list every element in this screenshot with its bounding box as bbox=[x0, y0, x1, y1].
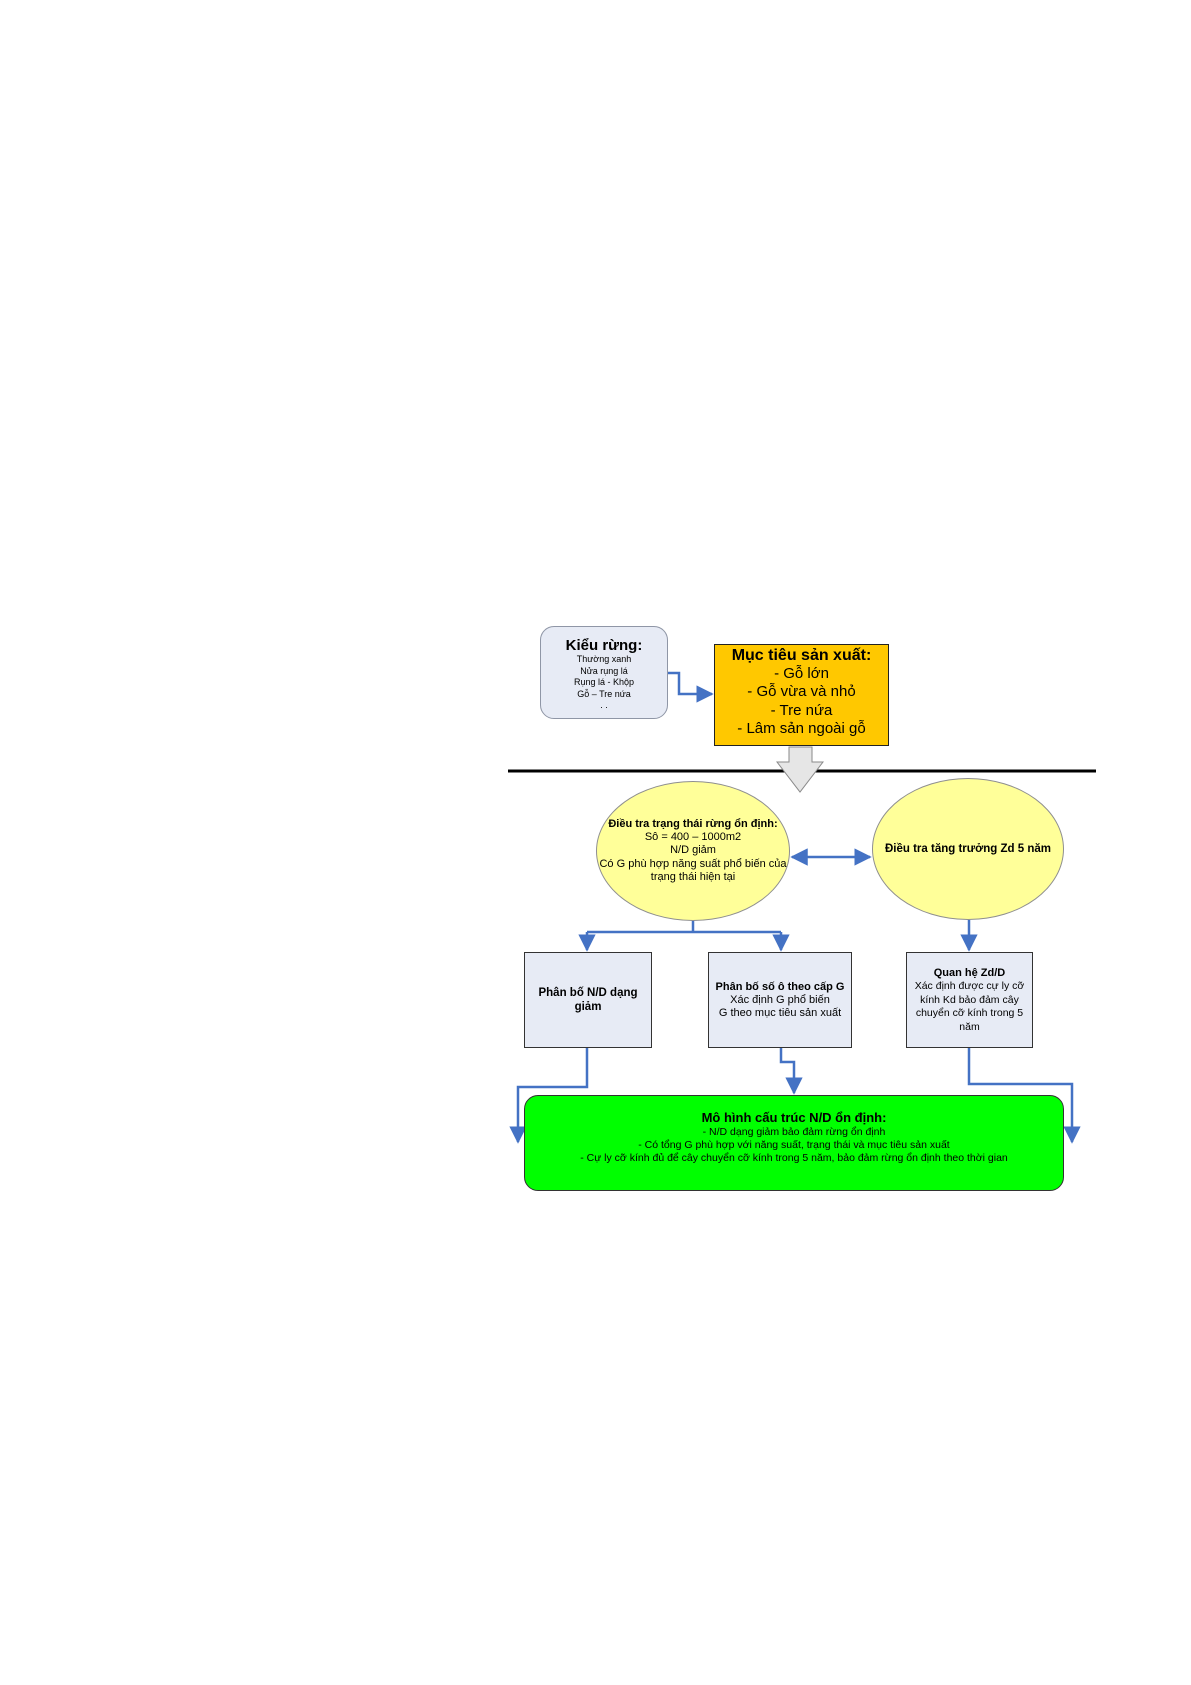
forest-type-line: Nửa rụng lá bbox=[580, 665, 628, 676]
forest-type-line: Thường xanh bbox=[576, 654, 632, 664]
zd-relation-line: Xác định được cự ly cỡ kính Kd bảo đảm c… bbox=[914, 980, 1025, 1033]
production-objective-line: - Gỗ vừa và nhỏ bbox=[747, 683, 856, 701]
plot-distribution-line: Xác định G phổ biến bbox=[730, 993, 830, 1006]
zd-relation-box: Quan hệ Zd/D Xác định được cự ly cỡ kính… bbox=[906, 952, 1033, 1048]
forest-type-line: Rụng lá - Khộp bbox=[573, 677, 635, 687]
growth-survey-ellipse: Điều tra tăng trưởng Zd 5 năm bbox=[872, 778, 1064, 920]
stable-state-survey-line: Sô = 400 – 1000m2 bbox=[644, 830, 742, 843]
production-objective-line: - Lâm sản ngoài gỗ bbox=[737, 720, 866, 738]
production-objective-title: Mục tiêu sản xuất: bbox=[731, 647, 872, 664]
production-objective-line: - Gỗ lớn bbox=[774, 665, 829, 682]
growth-survey-title: Điều tra tăng trưởng Zd 5 năm bbox=[884, 842, 1051, 855]
stable-model-title: Mô hình cấu trúc N/D ổn định: bbox=[701, 1110, 887, 1125]
forest-type-box: Kiểu rừng: Thường xanh Nửa rụng lá Rụng … bbox=[540, 626, 668, 719]
forest-type-line: . . bbox=[600, 700, 608, 710]
nd-distribution-box: Phân bố N/D dạng giảm bbox=[524, 952, 652, 1048]
stable-state-survey-line: Có G phù hợp năng suất phổ biến của trạn… bbox=[599, 857, 787, 884]
nd-distribution-title: Phân bố N/D dạng giảm bbox=[538, 987, 638, 1013]
connector-forest-type-to-objective bbox=[668, 671, 714, 703]
stable-model-box: Mô hình cấu trúc N/D ổn định: - N/D dạng… bbox=[524, 1095, 1064, 1191]
stable-state-survey-line: N/D giảm bbox=[670, 844, 716, 856]
forest-type-title: Kiểu rừng: bbox=[565, 637, 643, 654]
stable-model-line: - Cự ly cỡ kính đủ để cây chuyển cỡ kính… bbox=[580, 1151, 1008, 1164]
plot-distribution-title: Phân bố số ô theo cấp G bbox=[715, 980, 845, 993]
zd-relation-title: Quan hệ Zd/D bbox=[933, 967, 1006, 979]
connector-plot-distribution-to-model bbox=[779, 1048, 803, 1095]
plot-distribution-box: Phân bố số ô theo cấp G Xác định G phổ b… bbox=[708, 952, 852, 1048]
stable-model-line: - N/D dạng giảm bảo đảm rừng ổn định bbox=[702, 1126, 886, 1138]
stable-state-survey-ellipse: Điều tra trạng thái rừng ổn định: Sô = 4… bbox=[596, 781, 790, 921]
connector-nd-distribution-to-model bbox=[509, 1048, 589, 1144]
connector-zd-relation-to-model bbox=[967, 1048, 1081, 1144]
stable-state-survey-title: Điều tra trạng thái rừng ổn định: bbox=[608, 817, 778, 830]
production-objective-box: Mục tiêu sản xuất: - Gỗ lớn - Gỗ vừa và … bbox=[714, 644, 889, 746]
production-objective-line: - Tre nứa bbox=[770, 701, 833, 719]
block-down-arrow bbox=[775, 746, 825, 793]
plot-distribution-line: G theo mục tiêu sản xuất bbox=[718, 1007, 842, 1019]
forest-type-line: Gỗ – Tre nứa bbox=[577, 688, 631, 699]
stable-model-line: - Có tổng G phù hợp với năng suất, trạng… bbox=[638, 1138, 950, 1151]
